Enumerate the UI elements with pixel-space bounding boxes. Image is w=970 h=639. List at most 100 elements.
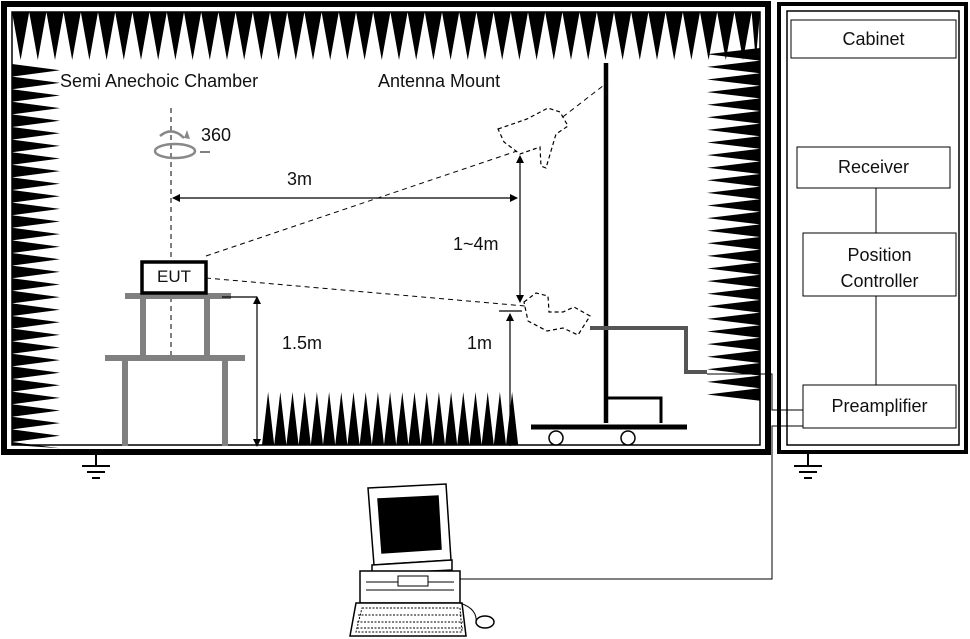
cabinet-title: Cabinet: [842, 29, 905, 49]
absorber-cone: [12, 404, 60, 417]
absorber-cone: [707, 211, 760, 225]
absorber-cone: [707, 123, 760, 137]
absorber-cone: [262, 392, 275, 445]
absorber-cone: [476, 12, 494, 60]
absorber-cone: [707, 98, 760, 111]
absorber-cone: [12, 328, 60, 342]
absorber-cone: [707, 287, 760, 300]
absorber-cone: [29, 12, 47, 60]
eut-box: [140, 260, 208, 295]
absorber-cone: [287, 12, 305, 60]
absorber-cone: [665, 12, 683, 60]
absorber-cone: [12, 127, 60, 140]
absorber-cone: [596, 12, 614, 60]
absorber-cone: [682, 12, 700, 60]
absorber-cone: [12, 227, 60, 241]
absorber-cone: [707, 111, 760, 124]
absorber-cone: [459, 12, 477, 60]
position-controller-line2: Controller: [840, 271, 919, 291]
absorber-cone: [631, 12, 649, 60]
position-controller-line1: Position: [847, 245, 912, 265]
absorber-cone: [63, 12, 81, 60]
eut-table: [105, 293, 245, 446]
absorber-cone: [12, 253, 60, 266]
absorber-cone: [707, 186, 760, 200]
absorber-cone: [274, 392, 287, 445]
absorber-cone: [734, 12, 752, 60]
absorber-cone: [270, 12, 288, 60]
absorber-cone: [12, 442, 60, 449]
cabinet-frame: [777, 2, 968, 454]
absorber-cone: [481, 392, 494, 445]
absorber-cone: [545, 12, 563, 60]
absorber-cone: [218, 12, 236, 60]
absorbers-ceiling: [12, 12, 760, 60]
absorber-cone: [304, 12, 322, 60]
absorber-cone: [371, 392, 384, 445]
absorber-cone: [707, 375, 760, 389]
absorber-cone: [420, 392, 433, 445]
absorber-cone: [442, 12, 460, 60]
absorber-cone: [356, 12, 374, 60]
absorber-cone: [707, 148, 760, 162]
ground-symbol-icon: [82, 452, 110, 479]
absorber-cone: [707, 249, 760, 263]
absorber-cone: [359, 392, 372, 445]
absorber-cone: [707, 312, 760, 326]
absorber-cone: [707, 262, 760, 275]
absorber-cone: [12, 190, 60, 203]
absorber-cone: [528, 12, 546, 60]
absorber-cone: [707, 174, 760, 187]
absorber-cone: [12, 240, 60, 253]
absorber-cone: [407, 12, 425, 60]
absorber-cone: [579, 12, 597, 60]
absorber-cone: [80, 12, 98, 60]
absorber-cone: [323, 392, 336, 445]
absorber-cone: [396, 392, 409, 445]
rotation-arrow-icon: [153, 130, 210, 160]
receiver-label: Receiver: [837, 157, 910, 177]
absorber-cone: [707, 73, 760, 86]
absorber-cone: [751, 12, 760, 60]
absorber-cone: [12, 76, 60, 90]
absorber-cone: [510, 12, 528, 60]
horn-antenna-icon: [497, 107, 569, 169]
absorber-cone: [12, 152, 60, 165]
absorber-cone: [373, 12, 391, 60]
absorber-cone: [390, 12, 408, 60]
absorber-cone: [132, 12, 150, 60]
absorber-cone: [469, 392, 482, 445]
ground-symbol-icon: [794, 452, 822, 479]
absorber-cone: [166, 12, 184, 60]
absorber-cone: [700, 12, 718, 60]
absorber-cone: [12, 341, 60, 354]
absorber-cone: [46, 12, 64, 60]
cables: [453, 373, 803, 580]
absorber-cone: [252, 12, 270, 60]
absorber-cone: [286, 392, 299, 445]
absorber-cone: [12, 12, 30, 60]
absorbers-right-wall: [707, 48, 760, 401]
absorber-cone: [321, 12, 339, 60]
rotation-label: 360: [201, 125, 232, 145]
absorber-cone: [457, 392, 470, 445]
absorber-cone: [707, 363, 760, 376]
chamber-title: Semi Anechoic Chamber: [60, 71, 259, 91]
preamplifier-label: Preamplifier: [831, 396, 928, 416]
absorber-cone: [707, 237, 760, 250]
absorber-cone: [235, 12, 253, 60]
antenna-base-height-label: 1m: [467, 333, 493, 353]
absorber-cone: [98, 12, 116, 60]
measurement-arrows: [172, 155, 524, 447]
absorber-cone: [12, 164, 60, 178]
absorbers-left-wall: [12, 64, 60, 449]
antenna-mount-label: Antenna Mount: [378, 71, 501, 91]
absorber-cone: [707, 350, 760, 363]
absorber-cone: [12, 303, 60, 316]
absorber-cone: [614, 12, 632, 60]
absorber-cone: [12, 64, 60, 77]
absorber-cone: [707, 337, 760, 351]
distance-label: 3m: [287, 169, 313, 189]
absorbers-floor: [262, 392, 519, 445]
